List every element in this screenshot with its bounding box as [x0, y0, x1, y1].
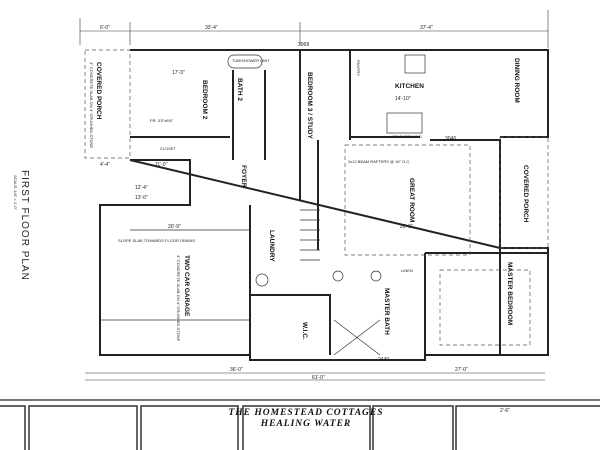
label-foyer: FOYER	[240, 165, 247, 188]
label-covered-porch-left: COVERED PORCH	[95, 62, 102, 120]
note-kitchen-overhang: 12" OVERHANG	[392, 134, 422, 139]
top-dimensions: 6'-0" 33'-4" 37'-4"	[79, 10, 549, 48]
dim-garage: 20'-9"	[168, 224, 181, 230]
label-laundry: LAUNDRY	[268, 230, 275, 262]
dim-13: 13'-0"	[135, 195, 148, 201]
dim-12: 12'-4"	[135, 185, 148, 191]
window-tag-2: 3046	[445, 136, 456, 142]
dim-bottom-left: 36'-0"	[230, 367, 243, 373]
label-master-bedroom: MASTER BEDROOM	[506, 262, 513, 325]
dim-11: 11'-0"	[155, 162, 168, 168]
interior-dimensions: 17'-3" 14'-10" 20'-9" 20'-0" 4'-4" 11'-0…	[100, 42, 468, 381]
note-garage-slab: 4" CONCRETE SLAB ON 4" CRUSHED STONE	[176, 255, 181, 341]
label-two-car-garage: TWO CAR GARAGE	[183, 255, 190, 317]
dim-top-mid: 33'-4"	[205, 25, 218, 31]
detail-dimension: 2'-6"	[500, 408, 510, 414]
dim-bottom-total: 61'-0"	[312, 375, 325, 381]
label-wic: W.I.C.	[301, 322, 308, 340]
exterior-walls	[99, 49, 549, 361]
dim-porch: 4'-4"	[100, 162, 110, 168]
label-covered-porch-right: COVERED PORCH	[522, 165, 529, 223]
window-tag-1: 3068	[298, 42, 309, 48]
label-bath-2: BATH 2	[236, 78, 243, 101]
note-closet-door: PR. 3'0"x6'8"	[150, 118, 174, 123]
label-bedroom-3: BEDROOM 3 / STUDY	[306, 72, 313, 139]
interior-detail	[84, 49, 549, 381]
dim-bedroom2: 17'-3"	[172, 70, 185, 76]
room-labels: COVERED PORCH 4" CONCRETE SLAB ON 4" CRU…	[89, 58, 529, 341]
plan-title: FIRST FLOOR PLAN	[19, 170, 30, 281]
window-tag-3: 2440	[378, 357, 389, 363]
dim-kitchen: 14'-10"	[395, 96, 411, 102]
plan-scale: SCALE: 1/4" = 1'-0"	[13, 175, 18, 210]
note-covered-porch-left: 4" CONCRETE SLAB ON 4" CRUSHED STONE	[89, 62, 94, 148]
project-title: THE HOMESTEAD COTTAGES	[228, 408, 383, 418]
dim-top-left: 6'-0"	[100, 25, 110, 31]
label-pantry: PANTRY	[356, 60, 361, 76]
label-closet: CLOSET	[160, 146, 177, 151]
label-dining-room: DINING ROOM	[513, 58, 520, 103]
label-bedroom-2: BEDROOM 2	[201, 80, 208, 120]
note-tub-shower: TUB/SHOWER UNIT	[232, 58, 270, 63]
dim-great-room: 20'-0"	[400, 224, 413, 230]
label-master-bath: MASTER BATH	[383, 288, 390, 335]
dim-top-right: 37'-4"	[420, 25, 433, 31]
dim-bottom-right: 27'-0"	[455, 367, 468, 373]
label-great-room: GREAT ROOM	[408, 178, 415, 222]
note-garage-slope: SLOPE SLAB TOWARDS FLOOR DRAINS	[118, 238, 195, 243]
project-subtitle: HEALING WATER	[260, 419, 352, 429]
note-great-room-beam: 2x12 BEAM RAFTERS @ 16" O.C.	[348, 159, 410, 164]
title-block: THE HOMESTEAD COTTAGES HEALING WATER 2'-…	[0, 399, 600, 450]
label-kitchen: KITCHEN	[395, 83, 424, 90]
label-linen: LINEN	[401, 268, 413, 273]
